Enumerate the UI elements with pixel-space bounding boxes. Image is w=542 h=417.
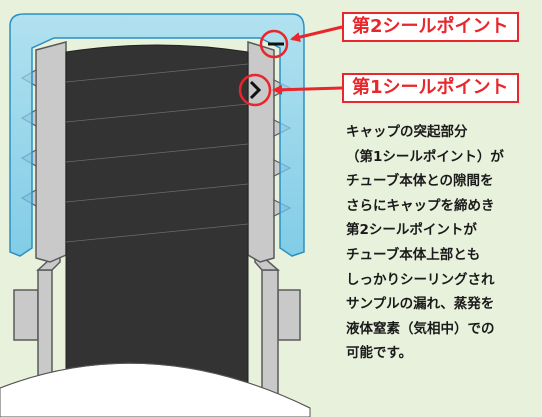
description-line: しっかりシーリングされ bbox=[346, 271, 495, 288]
description-line: さらにキャップを締めき bbox=[346, 197, 495, 214]
seal-point-2-marker-icon bbox=[259, 29, 289, 59]
first-seal-point-callout: 第1シールポイント bbox=[342, 73, 519, 103]
arrow-to-seal-point-2-icon bbox=[290, 25, 343, 42]
description-line: チューブ本体との隙間を bbox=[346, 173, 494, 190]
description-line: チューブ本体上部とも bbox=[346, 246, 481, 263]
tube-sample-interior bbox=[65, 44, 249, 411]
description-line: キャップの突起部分 bbox=[346, 124, 468, 140]
seal-point-1-marker-icon bbox=[238, 73, 272, 107]
description-text: キャップの突起部分 （第1シールポイント）が チューブ本体との隙間を さらにキャ… bbox=[346, 120, 542, 366]
arrow-to-seal-point-1-icon bbox=[272, 84, 343, 95]
cap bbox=[9, 13, 305, 257]
description-line: （第1シールポイント）が bbox=[346, 148, 504, 165]
seal-features bbox=[249, 42, 284, 100]
description-line: 液体窒素（気相中）での bbox=[346, 320, 495, 337]
description-line: 可能です。 bbox=[346, 345, 413, 362]
description-line: サンプルの漏れ、蒸発を bbox=[346, 296, 495, 313]
second-seal-point-callout: 第2シールポイント bbox=[342, 12, 519, 42]
description-line: 第2シールポイントが bbox=[346, 222, 477, 239]
